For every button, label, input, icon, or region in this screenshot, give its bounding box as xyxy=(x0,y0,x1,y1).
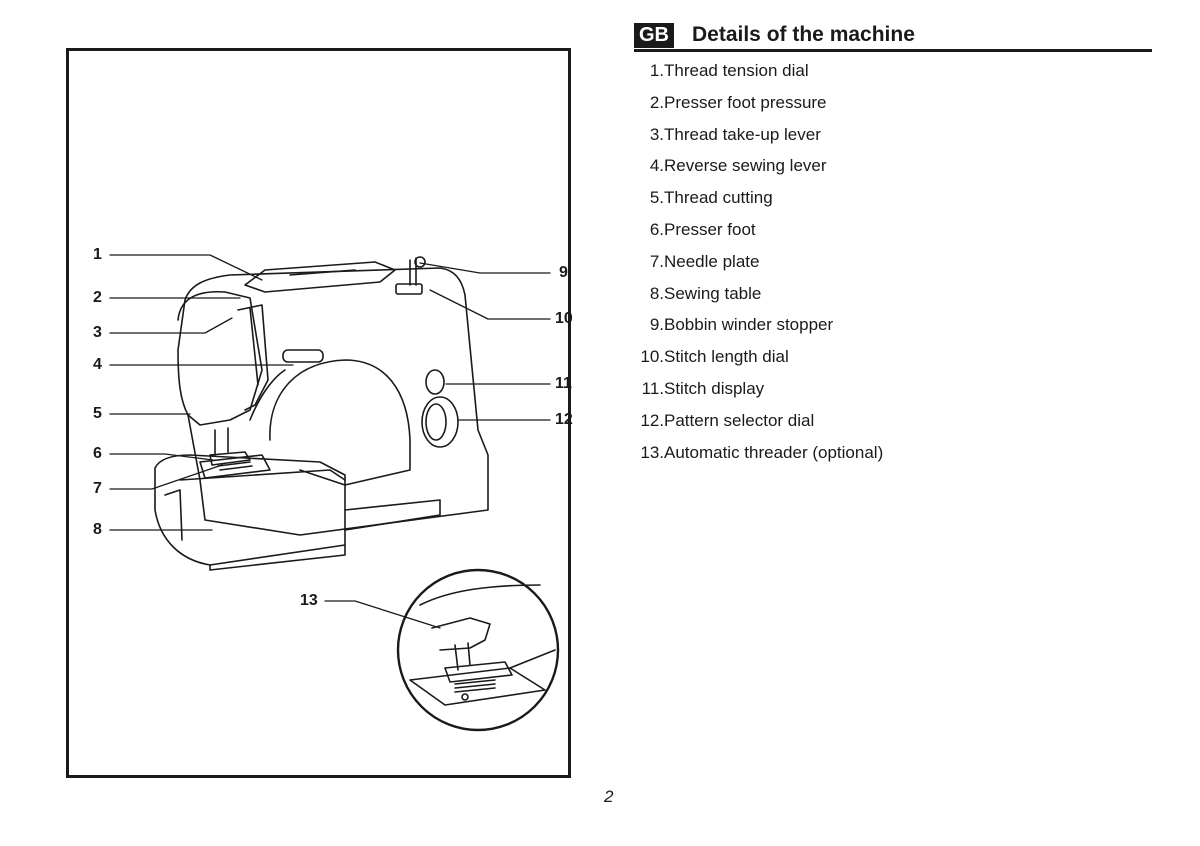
page-number: 2 xyxy=(604,787,614,806)
threader-inset xyxy=(396,568,560,732)
callout-9: 9 xyxy=(559,264,568,281)
list-item: 12.Pattern selector dial xyxy=(640,410,815,430)
leader-lines xyxy=(109,254,551,629)
list-item: 1.Thread tension dial xyxy=(649,61,809,80)
callout-13: 13 xyxy=(300,592,318,609)
list-item: 10.Stitch length dial xyxy=(640,347,789,367)
list-item: 7.Needle plate xyxy=(649,251,760,271)
list-item: 5.Thread cutting xyxy=(649,188,773,208)
list-item: 13.Automatic threader (optional) xyxy=(640,442,884,462)
language-badge: GB xyxy=(634,23,674,48)
list-item: 8.Sewing table xyxy=(649,283,762,303)
callout-5: 5 xyxy=(93,405,102,422)
list-item: 9.Bobbin winder stopper xyxy=(649,315,834,335)
list-item: 2.Presser foot pressure xyxy=(649,92,827,112)
parts-list: 1.Thread tension dial 2.Presser foot pre… xyxy=(634,58,883,471)
machine-body xyxy=(154,256,489,571)
callout-1: 1 xyxy=(93,246,102,263)
callout-10: 10 xyxy=(555,310,573,327)
page-title: Details of the machine xyxy=(692,23,915,46)
callout-12: 12 xyxy=(555,411,573,428)
list-item: 11.Stitch display xyxy=(641,378,765,398)
callout-7: 7 xyxy=(93,480,102,497)
callout-2: 2 xyxy=(93,289,102,306)
callout-3: 3 xyxy=(93,324,102,341)
list-item: 4.Reverse sewing lever xyxy=(649,156,827,176)
callout-11: 11 xyxy=(555,375,572,392)
illustration-frame xyxy=(66,48,571,778)
section-header: GB Details of the machine xyxy=(634,23,1152,52)
callout-6: 6 xyxy=(93,445,102,462)
list-item: 6.Presser foot xyxy=(649,219,756,239)
list-item: 3.Thread take-up lever xyxy=(649,124,821,144)
callout-8: 8 xyxy=(93,521,102,538)
callout-4: 4 xyxy=(93,356,102,373)
